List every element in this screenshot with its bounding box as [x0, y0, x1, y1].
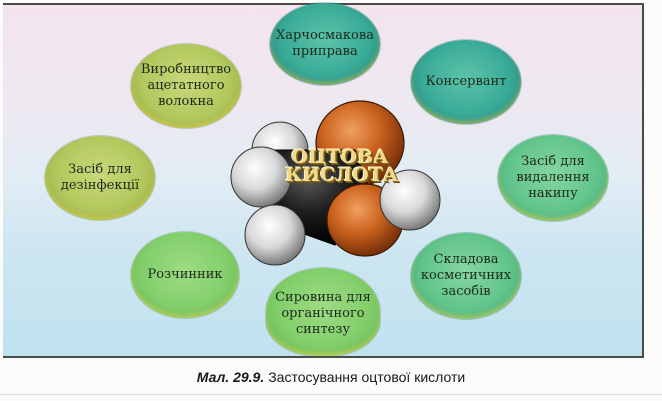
node-acetate-fiber-production: Виробництво ацетатного волокна — [131, 44, 241, 128]
node-label-line: видалення — [516, 170, 590, 185]
node-label-line: дезінфекції — [60, 178, 140, 193]
node-label-line: органічного — [281, 306, 365, 321]
node-preservative: Консервант — [411, 40, 521, 124]
node-label: Виробництво ацетатного волокна — [141, 62, 231, 110]
node-label-line: ацетатного — [147, 78, 225, 93]
node-label-line: волокна — [158, 94, 214, 109]
node-label: Складова косметичних засобів — [421, 252, 511, 300]
node-cosmetics-component: Складова косметичних засобів — [411, 233, 521, 319]
center-title: ОЦТОВА КИСЛОТА — [285, 146, 399, 186]
node-label: Харчосмакова приправа — [276, 28, 374, 60]
acetic-acid-molecule-icon — [230, 100, 441, 266]
figure-number: Мал. 29.9. — [196, 369, 265, 385]
node-descaler: Засіб для видалення накипу — [498, 135, 608, 221]
center-title-line1: ОЦТОВА — [291, 146, 389, 168]
node-label: Засіб для видалення накипу — [516, 154, 589, 202]
node-label-line: приправа — [292, 44, 358, 59]
center-title-line2: КИСЛОТА — [285, 164, 399, 186]
node-organic-synthesis-feedstock: Сировина для органічного синтезу — [266, 268, 380, 356]
node-solvent: Розчинник — [131, 232, 239, 318]
node-label: Розчинник — [147, 267, 223, 282]
node-label-line: Складова — [433, 252, 499, 267]
caption-text: Застосування оцтової кислоти — [268, 369, 466, 385]
node-label-line: Сировина для — [275, 290, 371, 305]
node-food-seasoning: Харчосмакова приправа — [270, 3, 380, 85]
node-label-line: косметичних — [420, 268, 512, 283]
figure-caption: Мал. 29.9.Застосування оцтової кислоти — [0, 369, 662, 385]
node-label: Сировина для органічного синтезу — [275, 290, 371, 338]
node-label-line: Засіб для — [521, 154, 585, 169]
node-label: Консервант — [425, 74, 507, 89]
divider — [0, 394, 662, 395]
node-label-line: синтезу — [295, 322, 351, 337]
node-label-line: Засіб для — [68, 162, 132, 177]
node-label: Засіб для дезінфекції — [61, 162, 139, 194]
node-label-line: засобів — [441, 284, 491, 299]
node-label-line: Харчосмакова — [276, 28, 374, 43]
node-disinfectant: Засіб для дезінфекції — [45, 136, 155, 220]
node-label-line: накипу — [528, 186, 578, 201]
node-label-line: Виробництво — [140, 62, 232, 77]
